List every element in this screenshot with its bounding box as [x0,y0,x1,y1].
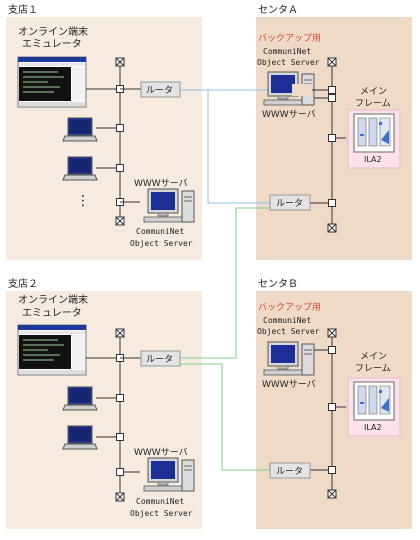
centerA-node-mainframe [328,134,336,142]
branch2-node-pc2 [116,433,124,441]
branch2-title: 支店２ [8,277,38,290]
branch1-laptop-1 [62,117,98,142]
branch2-emulator-label-1: オンライン端末 [18,293,88,306]
branch2-www-label: WWWサーバ [134,447,188,458]
centerA-server-label-1: CommuniNet [263,47,311,56]
centerB-node-router [328,466,336,474]
centerB-router-label: ルータ [276,466,303,477]
centerB-server-label-2: Object Server [257,327,320,336]
centerB-server-label-1: CommuniNet [263,316,311,325]
branch1-laptop-2 [62,156,98,181]
branch1-node-pc2 [116,164,124,172]
centerB-www-label: WWWサーバ [262,379,316,390]
branch1-server-label-1: CommuniNet [136,227,184,236]
branch2-router-label: ルータ [146,354,173,365]
centerB-backup-label: バックアップ用 [258,302,321,313]
branch2-server-label-1: CommuniNet [136,497,184,506]
centerA-bus-terminator-bottom [327,223,337,233]
centerB-bus-terminator-bottom [327,489,337,499]
centerA-mainframe-model: ILA2 [364,155,382,164]
centerB-node-mainframe [328,403,336,411]
centerB-mainframe-label-2: フレーム [355,363,391,374]
centerA-www-label: WWWサーバ [262,109,316,120]
link-branch2-centerB [180,363,270,471]
branch2-emulator-window [17,324,87,376]
centerA-mainframe-label-2: フレーム [355,98,391,109]
branch2-node-pc1 [116,394,124,402]
link-branch2-centerA [180,207,270,359]
branch2-laptop-2 [62,425,98,450]
centerA-mainframe-label-1: メイン [360,87,387,97]
centerA-node-router2 [328,199,336,207]
centerA-router-label: ルータ [276,198,303,209]
branch1-emulator-window [17,56,87,108]
centerB-bus-terminator-top [327,328,337,338]
branch2-router [140,350,181,367]
centerA-router [269,194,311,211]
centerB-mainframe-model: ILA2 [364,423,382,432]
centerB-www-server [263,341,315,376]
branch1-node-pc1 [116,124,124,132]
link-branch1-centerA-bottom [180,89,270,204]
branch1-router-label: ルータ [146,85,173,96]
branch1-www-label: WWWサーバ [134,178,188,189]
branch1-title: 支店１ [8,3,38,16]
centerA-node-server [328,94,336,102]
centerA-router-top [292,84,312,96]
branch2-node-server [116,468,124,476]
branch2-emulator-label-2: エミュレータ [22,307,82,319]
centerB-mainframe-label-1: メイン [360,352,387,362]
centerB-title: センタＢ [258,278,298,290]
centerA-node-router [328,86,336,94]
branch1-bus-terminator-bottom [115,216,125,226]
branch2-bus-terminator-top [115,328,125,338]
branch1-bus-terminator-top [115,57,125,67]
centerA-bus-terminator-top [327,57,337,67]
branch1-emulator-label-1: オンライン端末 [18,25,88,38]
centerA-title: センタＡ [258,4,298,16]
branch1-router [140,81,181,98]
branch2-bus-terminator-bottom [115,492,125,502]
centerA-server-label-2: Object Server [257,58,320,67]
branch1-server-label-2: Object Server [130,239,193,248]
branch2-laptop-1 [62,386,98,411]
branch1-emulator-label-2: エミュレータ [22,38,82,50]
centerB-node-server [328,346,336,354]
branch1-panel [6,17,202,260]
branch1-more-dots: ⋮ [76,193,90,209]
branch1-www-server [143,188,195,223]
branch2-server-label-2: Object Server [130,509,193,518]
centerB-router [269,462,311,479]
branch2-www-server [143,457,195,492]
centerA-backup-label: バックアップ用 [258,33,321,44]
